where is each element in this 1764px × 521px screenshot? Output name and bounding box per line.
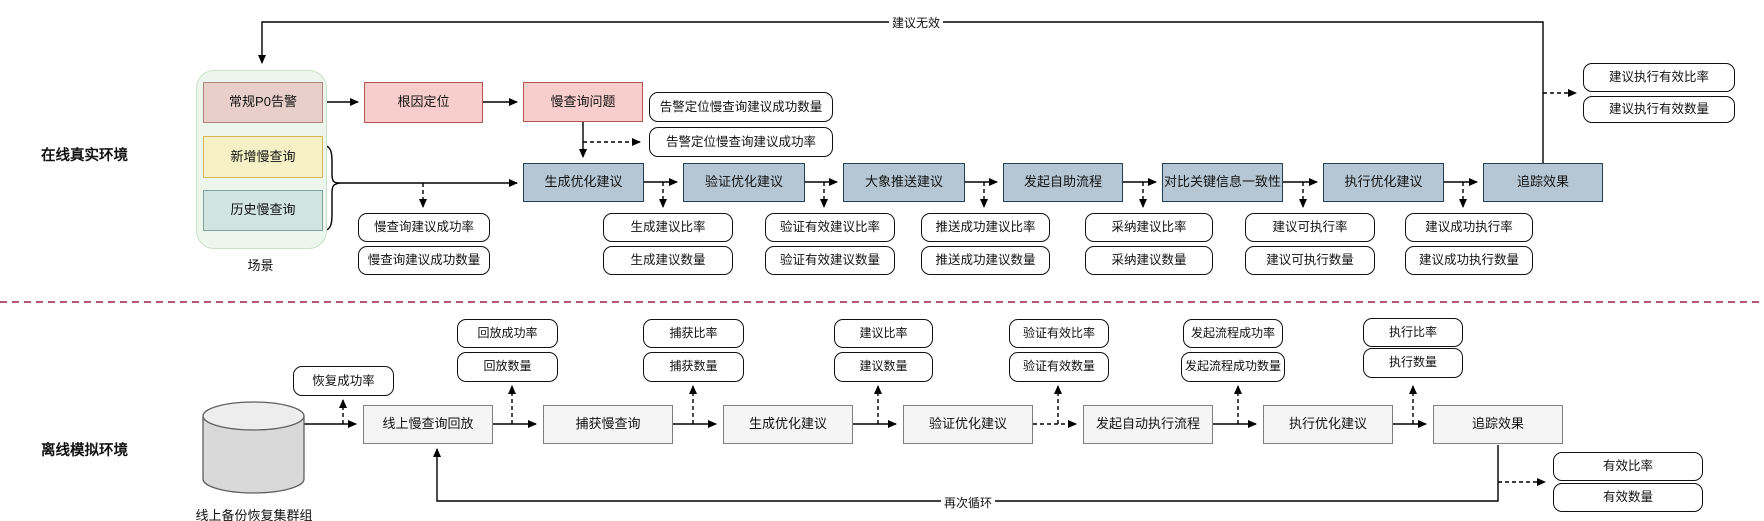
metric-box: 采纳建议比率 xyxy=(1085,213,1213,242)
flow-node-generate-suggestion: 生成优化建议 xyxy=(523,163,644,202)
metric-box: 慢查询建议成功数量 xyxy=(358,246,490,275)
metric-box: 验证有效比率 xyxy=(1009,319,1109,348)
scene-caption: 场景 xyxy=(247,258,274,273)
metric-box: 建议可执行数量 xyxy=(1245,246,1375,275)
flow-node-compare-key-info: 对比关键信息一致性 xyxy=(1162,163,1283,202)
metric-valid-count: 有效数量 xyxy=(1553,483,1703,512)
metric-box: 回放数量 xyxy=(457,352,558,382)
flow-node-verify-suggestion-offline: 验证优化建议 xyxy=(903,405,1033,444)
metric-box: 推送成功建议数量 xyxy=(921,246,1050,275)
loop-label-invalid-suggestion: 建议无效 xyxy=(889,14,944,31)
node-new-slow-query: 新增慢查询 xyxy=(203,136,323,178)
flow-node-generate-suggestion-offline: 生成优化建议 xyxy=(723,405,853,444)
flow-node-execute-suggestion-offline: 执行优化建议 xyxy=(1263,405,1393,444)
metric-box: 捕获数量 xyxy=(643,352,744,382)
flow-node-track-effect-offline: 追踪效果 xyxy=(1433,405,1563,444)
metric-box: 发起流程成功数量 xyxy=(1181,352,1285,382)
metric-exec-valid-count: 建议执行有效数量 xyxy=(1583,96,1735,123)
metric-box: 建议成功执行数量 xyxy=(1405,246,1533,275)
metric-box: 生成建议数量 xyxy=(603,246,733,275)
metric-box: 生成建议比率 xyxy=(603,213,733,242)
metric-box: 执行比率 xyxy=(1363,318,1463,347)
flow-node-track-effect: 追踪效果 xyxy=(1483,163,1603,202)
metric-exec-valid-rate: 建议执行有效比率 xyxy=(1583,63,1735,92)
metric-box: 建议数量 xyxy=(834,352,933,382)
metric-box: 建议成功执行率 xyxy=(1405,213,1533,242)
flow-node-push-suggestion: 大象推送建议 xyxy=(843,163,965,202)
node-slow-query-issue: 慢查询问题 xyxy=(523,82,643,122)
metric-box: 捕获比率 xyxy=(643,319,744,348)
database-label: 线上备份恢复集群组 xyxy=(195,508,313,521)
database-icon xyxy=(202,401,305,494)
node-history-slow-query: 历史慢查询 xyxy=(203,190,323,231)
metric-alert-suggest-count: 告警定位慢查询建议成功数量 xyxy=(649,92,833,122)
metric-box: 建议比率 xyxy=(834,319,933,348)
metric-box: 验证有效数量 xyxy=(1009,352,1109,382)
metric-box: 验证有效建议比率 xyxy=(765,213,895,242)
metric-box: 回放成功率 xyxy=(457,319,558,348)
metric-alert-suggest-rate: 告警定位慢查询建议成功率 xyxy=(649,127,833,157)
section-label-online: 在线真实环境 xyxy=(41,148,128,164)
node-root-cause: 根因定位 xyxy=(364,82,483,123)
metric-box: 推送成功建议比率 xyxy=(921,213,1050,242)
metric-box: 建议可执行率 xyxy=(1245,213,1375,242)
metric-valid-rate: 有效比率 xyxy=(1553,452,1703,481)
flow-node-execute-suggestion: 执行优化建议 xyxy=(1323,163,1444,202)
flow-node-capture-slow-query: 捕获慢查询 xyxy=(543,405,673,444)
node-p0-alert: 常规P0告警 xyxy=(203,82,323,123)
flow-node-verify-suggestion: 验证优化建议 xyxy=(683,163,805,202)
metric-recover-rate: 恢复成功率 xyxy=(293,366,394,396)
section-label-offline: 离线模拟环境 xyxy=(41,443,128,459)
flow-node-auto-exec-flow: 发起自动执行流程 xyxy=(1083,405,1213,444)
metric-box: 采纳建议数量 xyxy=(1085,246,1213,275)
flow-node-self-service-flow: 发起自助流程 xyxy=(1003,163,1123,202)
metric-box: 执行数量 xyxy=(1363,348,1463,378)
loop-label-repeat-cycle: 再次循环 xyxy=(941,494,996,511)
flow-node-replay-slow-query: 线上慢查询回放 xyxy=(363,405,493,444)
metric-box: 发起流程成功率 xyxy=(1183,319,1283,348)
metric-box: 慢查询建议成功率 xyxy=(358,213,490,242)
metric-box: 验证有效建议数量 xyxy=(765,246,895,275)
